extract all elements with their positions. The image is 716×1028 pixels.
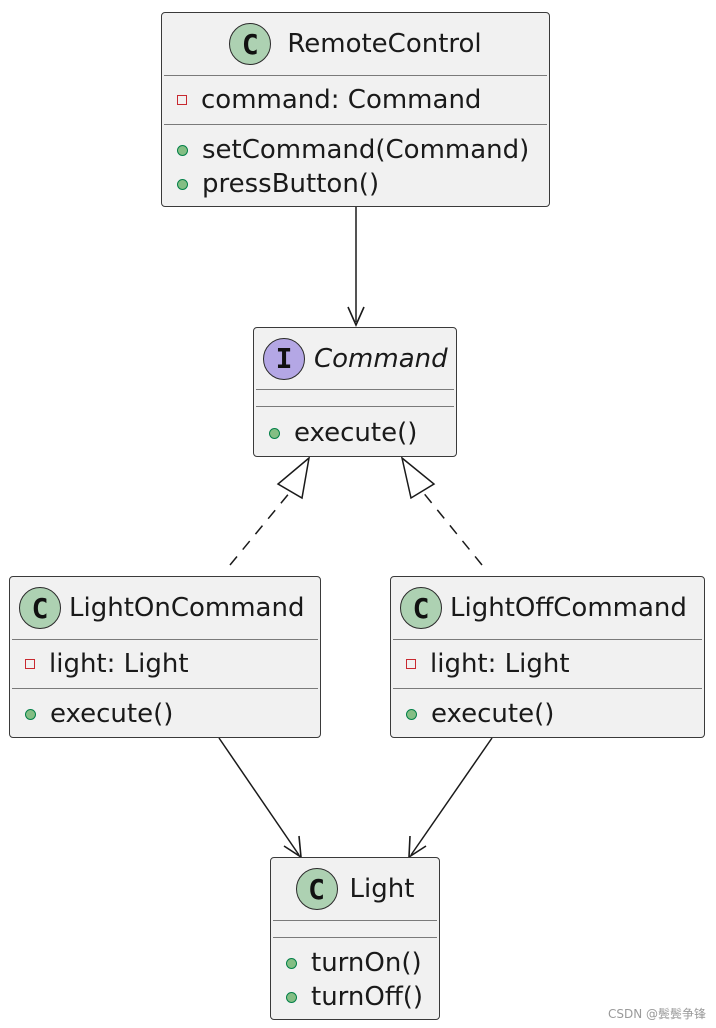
fields-section	[256, 390, 454, 407]
class-lightoncommand[interactable]: C LightOnCommand light: Light execute()	[9, 576, 321, 738]
class-header: C RemoteControl	[164, 13, 547, 76]
class-header: C Light	[273, 858, 437, 921]
class-name: Command	[314, 343, 448, 374]
method-row: setCommand(Command)	[164, 133, 547, 167]
class-remotecontrol[interactable]: C RemoteControl command: Command setComm…	[161, 12, 550, 207]
methods-section: execute()	[393, 689, 702, 731]
private-visibility-icon	[25, 659, 35, 669]
class-header: C LightOffCommand	[393, 577, 702, 640]
public-visibility-icon	[25, 708, 36, 720]
method-text: turnOn()	[311, 948, 422, 978]
public-visibility-icon	[269, 427, 280, 439]
private-visibility-icon	[177, 95, 187, 105]
edge-lightoncommand-command	[229, 490, 292, 566]
method-text: turnOff()	[311, 982, 424, 1012]
class-name: LightOffCommand	[450, 593, 687, 623]
edge-lightoffcommand-light	[410, 737, 493, 856]
public-visibility-icon	[177, 144, 188, 156]
interface-command[interactable]: I Command execute()	[253, 327, 457, 457]
method-row: execute()	[256, 416, 454, 450]
field-row: light: Light	[393, 647, 702, 681]
methods-section: execute()	[256, 407, 454, 450]
public-visibility-icon	[406, 708, 417, 720]
public-visibility-icon	[177, 178, 188, 190]
field-text: light: Light	[430, 649, 570, 679]
class-stereotype-icon: C	[19, 587, 61, 629]
method-text: execute()	[431, 699, 555, 729]
public-visibility-icon	[286, 991, 297, 1003]
realization-arrowhead-lightoffcommand	[400, 456, 436, 500]
watermark: CSDN @鬓鬓争锋	[607, 1007, 706, 1021]
method-row: pressButton()	[164, 167, 547, 201]
class-header: I Command	[256, 328, 454, 390]
class-name: RemoteControl	[287, 29, 482, 59]
interface-stereotype-icon: I	[263, 337, 305, 380]
method-text: setCommand(Command)	[202, 135, 530, 165]
fields-section: light: Light	[393, 640, 702, 689]
realization-arrowhead-lightoncommand	[276, 456, 311, 500]
class-stereotype-icon: C	[295, 868, 338, 910]
methods-section: turnOn() turnOff()	[273, 938, 437, 1014]
method-row: execute()	[12, 697, 318, 731]
fields-section	[273, 921, 437, 938]
field-text: command: Command	[201, 85, 482, 115]
methods-section: setCommand(Command) pressButton()	[164, 125, 547, 201]
public-visibility-icon	[286, 957, 297, 969]
fields-section: light: Light	[12, 640, 318, 689]
method-text: execute()	[50, 699, 174, 729]
class-header: C LightOnCommand	[12, 577, 318, 640]
field-row: command: Command	[164, 83, 547, 117]
methods-section: execute()	[12, 689, 318, 731]
field-row: light: Light	[12, 647, 318, 681]
method-row: execute()	[393, 697, 702, 731]
class-lightoffcommand[interactable]: C LightOffCommand light: Light execute()	[390, 576, 705, 738]
edge-lightoncommand-light	[218, 737, 300, 856]
class-light[interactable]: C Light turnOn() turnOff()	[270, 857, 440, 1020]
arrowhead-remotecontrol-command	[347, 306, 365, 327]
class-name: Light	[349, 874, 415, 904]
class-stereotype-icon: C	[229, 23, 272, 65]
method-row: turnOn()	[273, 946, 437, 980]
method-row: turnOff()	[273, 980, 437, 1014]
field-text: light: Light	[49, 649, 189, 679]
class-stereotype-icon: C	[400, 587, 442, 629]
method-text: pressButton()	[202, 169, 380, 199]
fields-section: command: Command	[164, 76, 547, 125]
method-text: execute()	[294, 418, 418, 448]
edge-lightoffcommand-command	[421, 490, 483, 566]
private-visibility-icon	[406, 659, 416, 669]
class-name: LightOnCommand	[69, 593, 305, 623]
